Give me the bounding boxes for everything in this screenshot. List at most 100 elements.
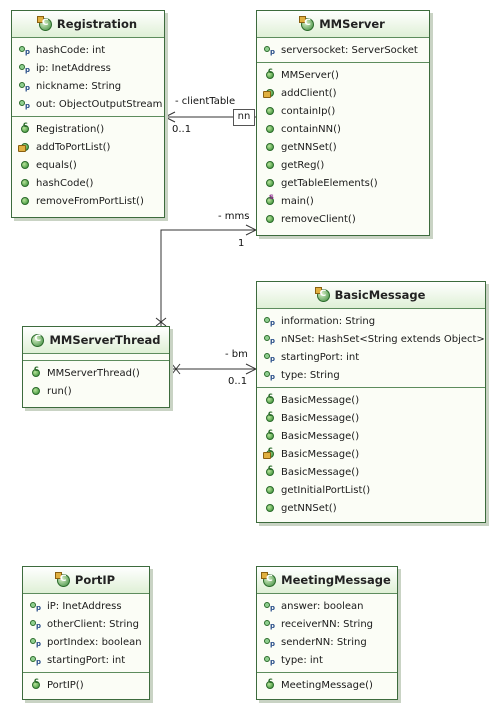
constructor-icon: c	[263, 391, 277, 407]
method-icon	[263, 501, 277, 515]
field-icon: p	[263, 350, 277, 364]
method-icon	[263, 140, 277, 154]
class-name: MMServerThread	[49, 333, 161, 347]
class-icon	[31, 333, 45, 347]
class-header: MeetingMessage	[257, 567, 397, 594]
multiplicity-label-mms: 1	[238, 238, 245, 249]
method[interactable]: removeClient()	[257, 210, 429, 228]
constructor-icon: c	[263, 463, 277, 479]
locked-method-icon	[18, 140, 32, 154]
field-icon: p	[18, 97, 32, 111]
method-icon	[263, 158, 277, 172]
constructor-icon: c	[29, 364, 43, 380]
class-name: BasicMessage	[334, 288, 426, 302]
static-method-icon: s	[263, 192, 277, 208]
method[interactable]: removeFromPortList()	[12, 192, 164, 210]
method-icon	[18, 176, 32, 190]
class-name: MMServer	[319, 17, 385, 31]
class-header: MMServerThread	[23, 327, 169, 354]
class-name: PortIP	[74, 573, 116, 587]
constructor-icon: c	[263, 409, 277, 425]
field-icon: p	[18, 61, 32, 75]
method-icon	[29, 384, 43, 398]
method-icon	[18, 194, 32, 208]
method[interactable]: getNNSet()	[257, 499, 485, 517]
method[interactable]: run()	[23, 382, 169, 400]
method-icon	[263, 122, 277, 136]
method-icon	[263, 212, 277, 226]
field-icon: p	[18, 43, 32, 57]
field-icon: p	[263, 314, 277, 328]
method[interactable]: getReg()	[257, 156, 429, 174]
method[interactable]: addClient()	[257, 84, 429, 102]
constructor-icon: c	[263, 66, 277, 82]
class-header: MMServer	[257, 11, 429, 38]
constructor-icon: c	[263, 427, 277, 443]
method[interactable]: getInitialPortList()	[257, 481, 485, 499]
field-icon: p	[29, 635, 43, 649]
field-icon: p	[263, 599, 277, 613]
locked-method-icon	[263, 86, 277, 100]
method[interactable]: getTableElements()	[257, 174, 429, 192]
field-icon: p	[29, 617, 43, 631]
method[interactable]: equals()	[12, 156, 164, 174]
method[interactable]: hashCode()	[12, 174, 164, 192]
method[interactable]: getNNSet()	[257, 138, 429, 156]
class-icon	[314, 286, 330, 302]
method[interactable]: addToPortList()	[12, 138, 164, 156]
method[interactable]: containIp()	[257, 102, 429, 120]
method[interactable]: containNN()	[257, 120, 429, 138]
locked-constructor-icon: c	[263, 445, 277, 461]
role-label-bm: - bm	[225, 349, 248, 360]
class-header: BasicMessage	[257, 282, 485, 309]
constructor-icon: c	[18, 120, 32, 136]
role-label-mms: - mms	[218, 211, 250, 222]
field-icon: p	[263, 635, 277, 649]
method-icon	[18, 158, 32, 172]
method-icon	[263, 483, 277, 497]
method-icon	[263, 176, 277, 190]
